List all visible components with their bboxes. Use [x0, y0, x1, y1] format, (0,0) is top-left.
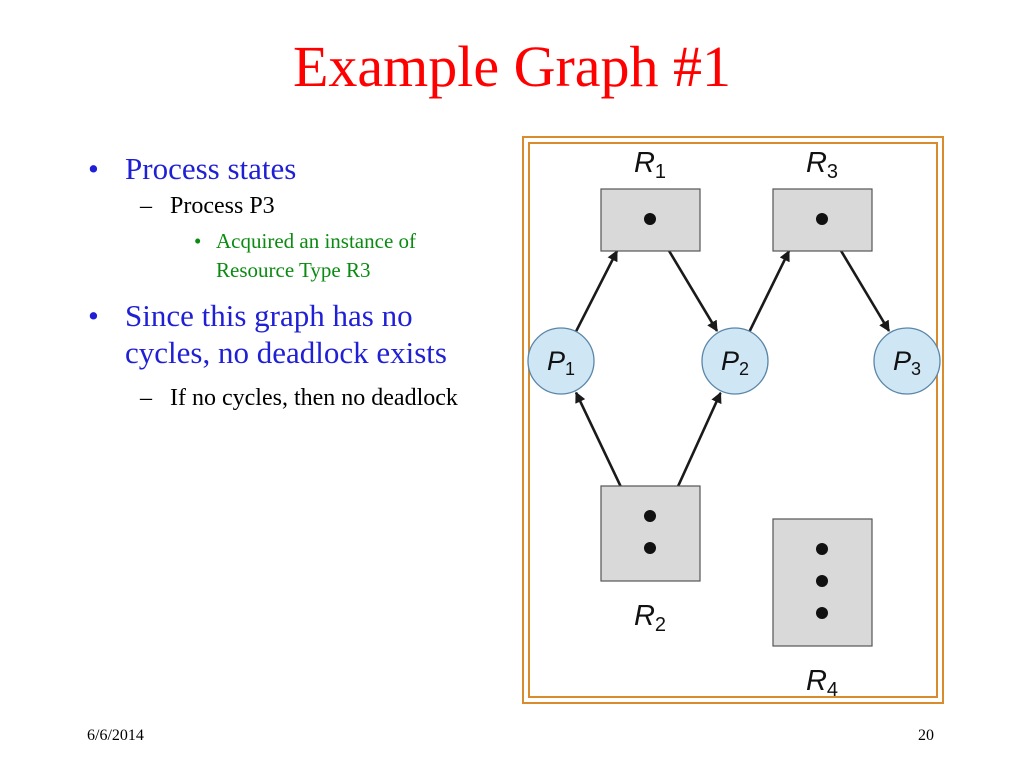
bullet-no-cycles: • Since this graph has no cycles, no dead…	[88, 297, 498, 371]
bullet-text: If no cycles, then no deadlock	[170, 385, 458, 411]
resource-instance-dot	[644, 510, 656, 522]
resource-instance-dot	[816, 575, 828, 587]
subsubbullet-acquired: • Acquired an instance of Resource Type R…	[88, 227, 498, 285]
resource-label-r2: R2	[634, 600, 666, 636]
bullet-dash: –	[140, 385, 152, 411]
process-label-p3: P3	[893, 346, 921, 379]
diagram-frame-outer	[522, 136, 944, 704]
process-node	[701, 327, 769, 395]
bullet-dot: •	[88, 151, 99, 186]
edge-p1-to-r1	[574, 250, 619, 333]
resource-instance-dot	[816, 607, 828, 619]
resource-r4: R4	[772, 518, 873, 701]
bullet-text: Since this graph has no cycles, no deadl…	[125, 298, 447, 370]
process-node	[527, 327, 595, 395]
resource-r2: R2	[600, 485, 701, 636]
process-p3: P3	[873, 327, 941, 395]
process-node	[873, 327, 941, 395]
resource-label-r4: R4	[806, 665, 838, 701]
footer-date: 6/6/2014	[87, 727, 144, 744]
subbullet-if-no-cycles: –If no cycles, then no deadlock	[88, 384, 498, 413]
resource-label-r1: R1	[634, 147, 666, 183]
resource-box	[600, 485, 701, 582]
bullet-text: Process P3	[170, 193, 275, 219]
slide-title: Example Graph #1	[292, 34, 732, 99]
resource-instance-dot	[644, 542, 656, 554]
process-label-p1: P1	[547, 346, 575, 379]
process-label-p2: P2	[721, 346, 749, 379]
bullet-process-states: • Process states	[88, 150, 498, 187]
bullet-text: Process states	[125, 151, 297, 186]
bullet-dot: •	[88, 298, 99, 333]
process-p1: P1	[527, 327, 595, 395]
bullet-text: Acquired an instance of Resource Type R3	[216, 229, 417, 282]
resource-instance-dot	[644, 213, 656, 225]
footer-page-number: 20	[918, 727, 934, 744]
bullet-list: •Process states –Process P3 •Acquired an…	[88, 150, 498, 413]
bullet-dash: –	[140, 193, 152, 219]
edge-p2-to-r3	[748, 250, 791, 332]
subbullet-process-p3: –Process P3	[88, 192, 498, 221]
bullet-dot: •	[194, 229, 202, 253]
resource-label-r3: R3	[806, 147, 838, 183]
resource-r3: R3	[772, 147, 873, 252]
process-p2: P2	[701, 327, 769, 395]
resource-instance-dot	[816, 543, 828, 555]
resource-r1: R1	[600, 147, 701, 252]
resource-instance-dot	[816, 213, 828, 225]
